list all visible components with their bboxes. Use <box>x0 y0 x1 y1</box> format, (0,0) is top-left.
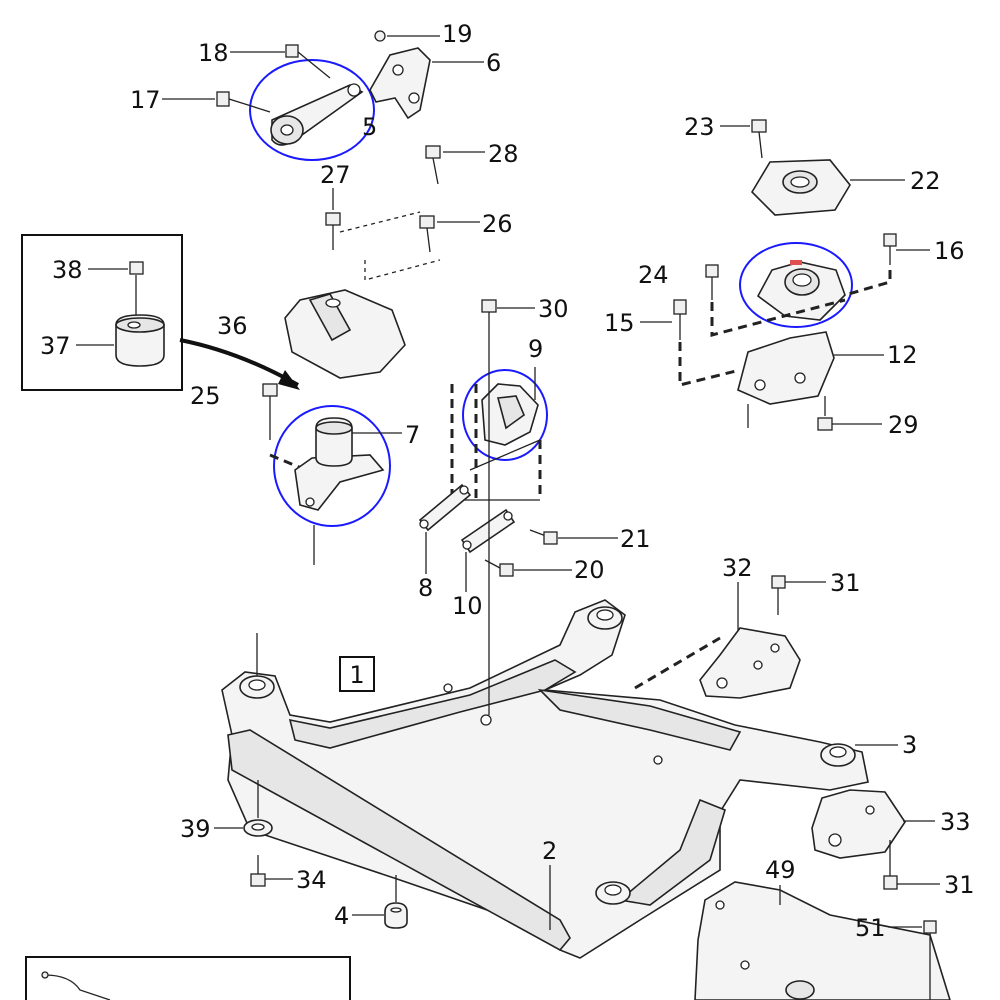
callout-3: 3 <box>902 731 917 759</box>
link-8 <box>418 483 472 532</box>
callout-10: 10 <box>452 592 483 620</box>
bolt-30 <box>481 299 497 330</box>
bolt-28 <box>425 145 441 185</box>
torque-rod-5 <box>270 83 364 146</box>
callout-8: 8 <box>418 574 433 602</box>
callout-51: 51 <box>855 914 886 942</box>
arrow-36 <box>179 338 299 387</box>
callout-4: 4 <box>334 902 349 930</box>
highlight-circle-7 <box>273 405 391 527</box>
callout-2: 2 <box>542 837 557 865</box>
bushing-4 <box>384 902 408 929</box>
callout-33: 33 <box>940 808 971 836</box>
bolt-34 <box>250 855 266 887</box>
callout-29: 29 <box>888 411 919 439</box>
callout-17: 17 <box>130 86 161 114</box>
splash-shield-49 <box>694 881 951 1000</box>
callout-28: 28 <box>488 140 519 168</box>
marker-tag <box>790 260 802 265</box>
callout-36: 36 <box>217 312 248 340</box>
highlight-circle-12 <box>739 242 853 328</box>
bolt-17 <box>216 91 271 113</box>
washer-39 <box>243 819 273 837</box>
callout-6: 6 <box>486 49 501 77</box>
bracket-6 <box>369 47 431 120</box>
callout-27: 27 <box>320 161 351 189</box>
bolt-31-upper <box>771 575 786 615</box>
nut-23 <box>751 119 767 159</box>
mount-7 <box>294 417 385 511</box>
cable-detail <box>44 974 111 1000</box>
bolt-15 <box>673 299 687 340</box>
bolt-20 <box>484 559 514 577</box>
callout-37: 37 <box>40 332 71 360</box>
callout-15: 15 <box>604 309 635 337</box>
callout-5: 5 <box>362 113 377 141</box>
callout-31-upper: 31 <box>830 569 861 597</box>
callout-24: 24 <box>638 261 669 289</box>
callout-7: 7 <box>405 421 420 449</box>
callout-23: 23 <box>684 113 715 141</box>
callout-12: 12 <box>887 341 918 369</box>
mount-bushing-37 <box>115 261 165 367</box>
callout-9: 9 <box>528 335 543 363</box>
bracket-33 <box>811 789 906 859</box>
inset-box <box>21 234 183 391</box>
callout-21: 21 <box>620 525 651 553</box>
callout-16: 16 <box>934 237 965 265</box>
highlight-circle-5 <box>249 59 375 161</box>
subframe-2 <box>221 599 869 959</box>
bracket-22 <box>750 159 851 216</box>
callout-30: 30 <box>538 295 569 323</box>
mount-cushion-12 <box>756 260 846 321</box>
callout-19: 19 <box>442 20 473 48</box>
link-10 <box>460 508 516 554</box>
mount-9 <box>481 383 539 446</box>
bolt-31-lower <box>883 840 898 890</box>
bracket-32 <box>699 627 801 699</box>
nut-19 <box>374 30 386 42</box>
lower-inset-box <box>25 956 351 1000</box>
callout-18: 18 <box>198 39 229 67</box>
callout-20: 20 <box>574 556 605 584</box>
callout-38: 38 <box>52 256 83 284</box>
bolt-21 <box>529 529 558 545</box>
highlight-circle-9 <box>462 369 548 461</box>
bolt-24 <box>705 264 719 300</box>
bolt-25 <box>262 383 278 440</box>
figure-marker: 1 <box>349 661 364 689</box>
callout-31-lower: 31 <box>944 871 975 899</box>
figure-marker-box <box>339 656 375 692</box>
callout-39: 39 <box>180 815 211 843</box>
callout-49: 49 <box>765 856 796 884</box>
bracket-12 <box>737 331 835 405</box>
callout-22: 22 <box>910 167 941 195</box>
callout-34: 34 <box>296 866 327 894</box>
bolt-16 <box>883 233 897 265</box>
callout-25: 25 <box>190 382 221 410</box>
callout-26: 26 <box>482 210 513 238</box>
bolt-51 <box>923 920 937 1000</box>
bolt-26 <box>419 215 435 253</box>
nut-29 <box>817 417 833 431</box>
bolt-27 <box>325 212 341 250</box>
engine-mount-36 <box>284 289 406 379</box>
bolt-18 <box>285 44 331 79</box>
callout-32: 32 <box>722 554 753 582</box>
